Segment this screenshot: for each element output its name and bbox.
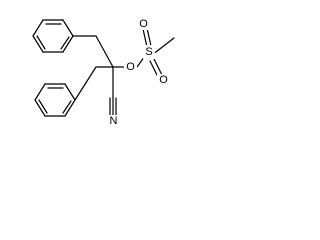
bond (64, 99, 76, 117)
bond-sulfur-methyl (151, 37, 175, 56)
atom-labels: O S O O N (107, 18, 170, 127)
aromatic-inner-bond (62, 100, 72, 114)
bond-ring-ch2-lower (74, 66, 97, 101)
bond (32, 35, 44, 53)
bond-sulfur-oxygen-top-double (146, 27, 152, 47)
nitrogen-label: N (110, 115, 118, 127)
skeleton-bonds (72, 27, 175, 116)
bond (34, 83, 46, 101)
upper-benzene-ring (32, 19, 74, 53)
oxygen-top-label: O (139, 18, 148, 30)
bond-sulfur-oxygen-bottom-double (149, 60, 159, 78)
sulfur-label: S (145, 46, 152, 58)
aromatic-inner-bond (38, 99, 48, 114)
bond (62, 35, 74, 53)
bond-ch2-quaternary-upper (95, 35, 114, 68)
oxygen-ester-label: O (126, 61, 135, 73)
bond-sulfur-oxygen-top (142, 28, 148, 48)
structure-svg: O S O O N (32, 18, 175, 127)
lower-benzene-ring (34, 83, 76, 117)
bond (62, 19, 74, 37)
bond (64, 83, 76, 101)
bond (34, 99, 46, 117)
oxygen-bottom-label: O (159, 74, 168, 86)
bond-sulfur-oxygen-bottom (153, 58, 163, 76)
bond (32, 19, 44, 37)
chemical-structure: O S O O N (0, 0, 202, 144)
aromatic-inner-bond (60, 36, 70, 50)
aromatic-inner-bond (36, 35, 46, 50)
